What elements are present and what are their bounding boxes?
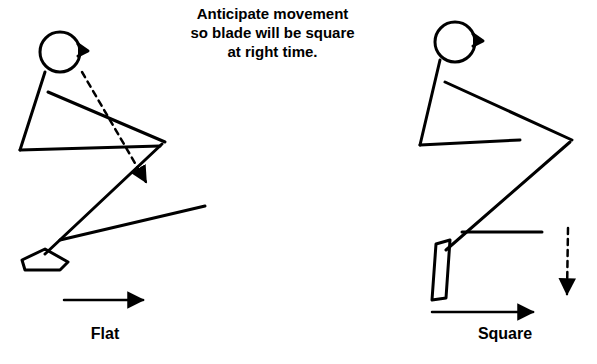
gaze-line bbox=[82, 72, 146, 182]
thigh bbox=[20, 146, 160, 150]
rower-square bbox=[420, 22, 572, 312]
back bbox=[420, 60, 440, 145]
beak bbox=[473, 34, 483, 46]
thigh bbox=[420, 140, 520, 145]
arm bbox=[445, 82, 572, 140]
oar-shaft bbox=[45, 144, 162, 254]
head bbox=[40, 32, 80, 72]
oar-shaft bbox=[446, 142, 570, 250]
note-text: Anticipate movement so blade will be squ… bbox=[190, 4, 355, 61]
head bbox=[435, 22, 475, 62]
figure-label: Square bbox=[450, 324, 560, 344]
leg bbox=[60, 206, 205, 240]
back bbox=[20, 72, 45, 150]
direction-arrow bbox=[432, 311, 533, 314]
gaze-line bbox=[567, 228, 568, 294]
leg bbox=[462, 231, 542, 234]
figure-label: Flat bbox=[60, 324, 150, 344]
blade-flat bbox=[22, 249, 68, 270]
rower-flat bbox=[20, 32, 205, 300]
direction-arrow bbox=[64, 299, 143, 302]
blade-square bbox=[432, 240, 450, 300]
beak bbox=[78, 44, 88, 56]
arm bbox=[48, 92, 165, 142]
